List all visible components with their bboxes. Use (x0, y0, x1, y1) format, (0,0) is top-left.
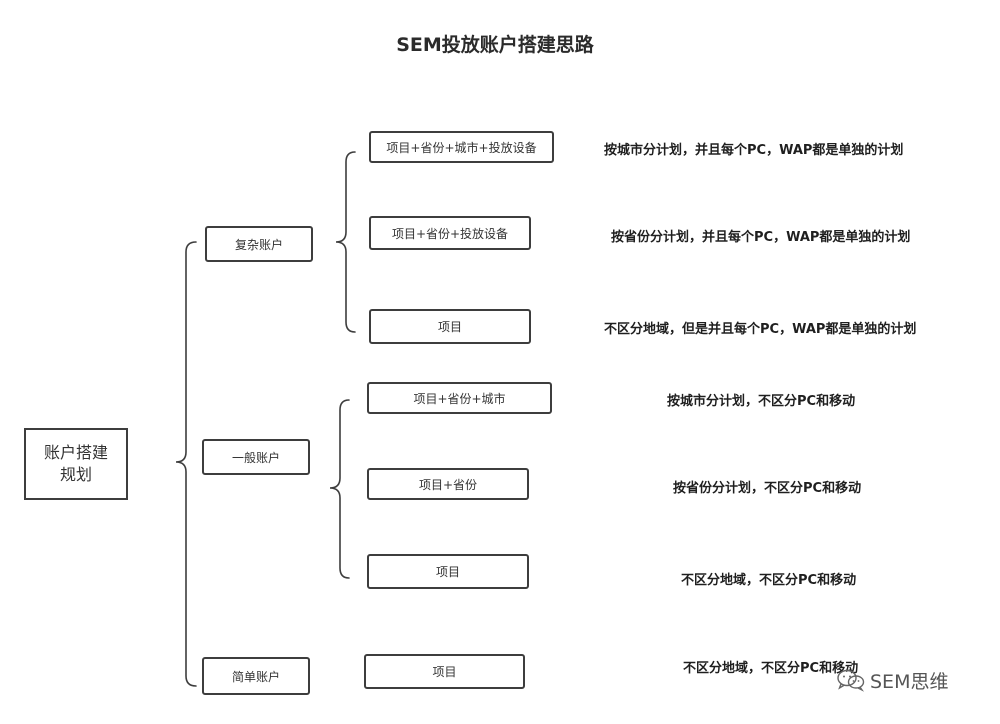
category-complex: 复杂账户 (205, 226, 313, 262)
root-brace (175, 241, 197, 687)
item-box: 项目+省份+投放设备 (369, 216, 531, 250)
general-brace (329, 399, 350, 579)
item-desc: 不区分地域，但是并且每个PC，WAP都是单独的计划 (604, 322, 917, 337)
complex-brace (335, 151, 356, 333)
category-simple: 简单账户 (202, 657, 310, 695)
item-desc: 按城市分计划，不区分PC和移动 (667, 394, 856, 409)
item-desc: 按省份分计划，并且每个PC，WAP都是单独的计划 (611, 230, 911, 245)
watermark: SEM思维 (836, 667, 948, 693)
item-box: 项目 (364, 654, 525, 689)
item-desc: 不区分地域，不区分PC和移动 (681, 573, 857, 588)
item-desc: 按城市分计划，并且每个PC，WAP都是单独的计划 (604, 143, 904, 158)
item-box: 项目 (369, 309, 531, 344)
wechat-icon (837, 669, 865, 692)
page-title: SEM投放账户搭建思路 (396, 34, 594, 56)
item-box: 项目+省份+城市 (367, 382, 552, 414)
item-box: 项目 (367, 554, 529, 589)
item-box: 项目+省份+城市+投放设备 (369, 131, 554, 163)
root-label-line1: 账户搭建 (43, 443, 108, 462)
root-node: 账户搭建 规划 (24, 428, 128, 500)
root-label-line2: 规划 (59, 465, 92, 484)
item-desc: 不区分地域，不区分PC和移动 (683, 661, 859, 676)
item-box: 项目+省份 (367, 468, 529, 500)
watermark-text: SEM思维 (870, 670, 949, 693)
category-general: 一般账户 (202, 439, 310, 475)
item-desc: 按省份分计划，不区分PC和移动 (673, 481, 862, 496)
